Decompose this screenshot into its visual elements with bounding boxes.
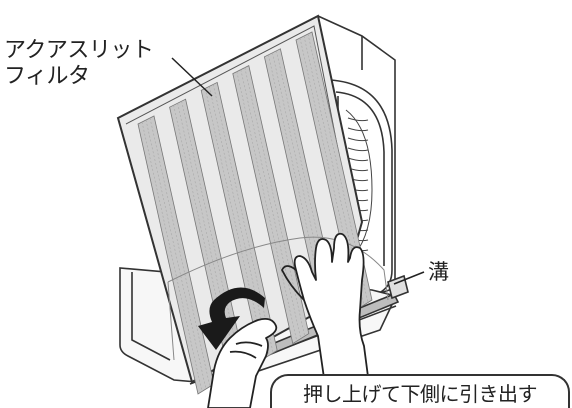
fan-blade: [347, 147, 369, 152]
groove-leader-line: [393, 271, 425, 285]
groove-label: 溝: [428, 260, 449, 284]
instruction-callout: 押し上げて下側に引き出す: [270, 374, 570, 408]
filter-slot-mesh-line: [145, 119, 207, 390]
filter-slot-mesh-line: [244, 67, 306, 337]
filter-slot-mesh-line: [212, 84, 274, 354]
fan-blade: [347, 157, 369, 162]
filter-slot-strip: [200, 81, 278, 362]
filter-label-line2: フィルタ: [4, 64, 90, 89]
left-hand: [207, 317, 278, 408]
filter-slot-strip: [232, 65, 310, 345]
filter-label-line1: アクアスリット: [4, 38, 154, 63]
filter-slot-mesh-line: [208, 86, 270, 356]
right-hand: [281, 232, 371, 393]
fan-blade: [347, 127, 369, 132]
filter-slot-mesh-line: [240, 69, 302, 339]
filter-leader-line: [171, 57, 213, 97]
pull-direction-arrow: [198, 287, 265, 350]
filter-slot-strip: [295, 31, 373, 311]
front-cover-outline: [167, 236, 389, 361]
fan-blade: [347, 117, 369, 122]
filter-slot-mesh-line: [149, 117, 211, 387]
fan-blade: [347, 137, 369, 142]
